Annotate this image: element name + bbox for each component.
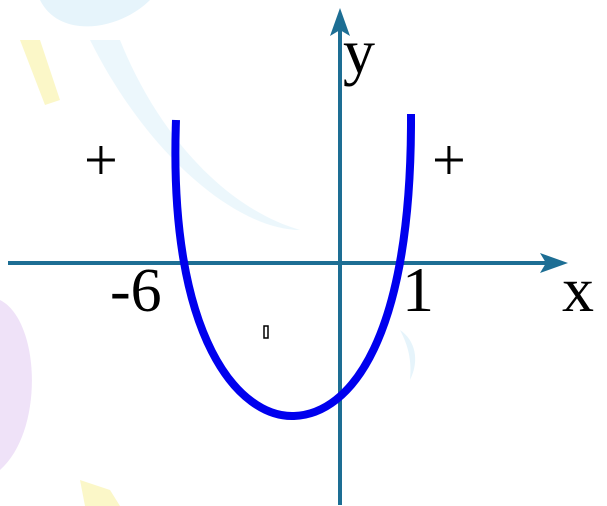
sign-right-label: + bbox=[432, 127, 466, 193]
background-decoration bbox=[0, 0, 416, 506]
sign-left-label: + bbox=[84, 127, 118, 193]
root-right-label: 1 bbox=[402, 254, 434, 325]
root-left-label: -6 bbox=[110, 257, 162, 325]
x-axis-arrow-icon bbox=[540, 253, 568, 273]
x-axis-label: x bbox=[562, 254, 594, 325]
y-axis-arrow-icon bbox=[330, 8, 350, 36]
y-axis-label: y bbox=[343, 16, 375, 87]
parabola-curve bbox=[171, 113, 416, 421]
small-mark bbox=[263, 325, 269, 339]
